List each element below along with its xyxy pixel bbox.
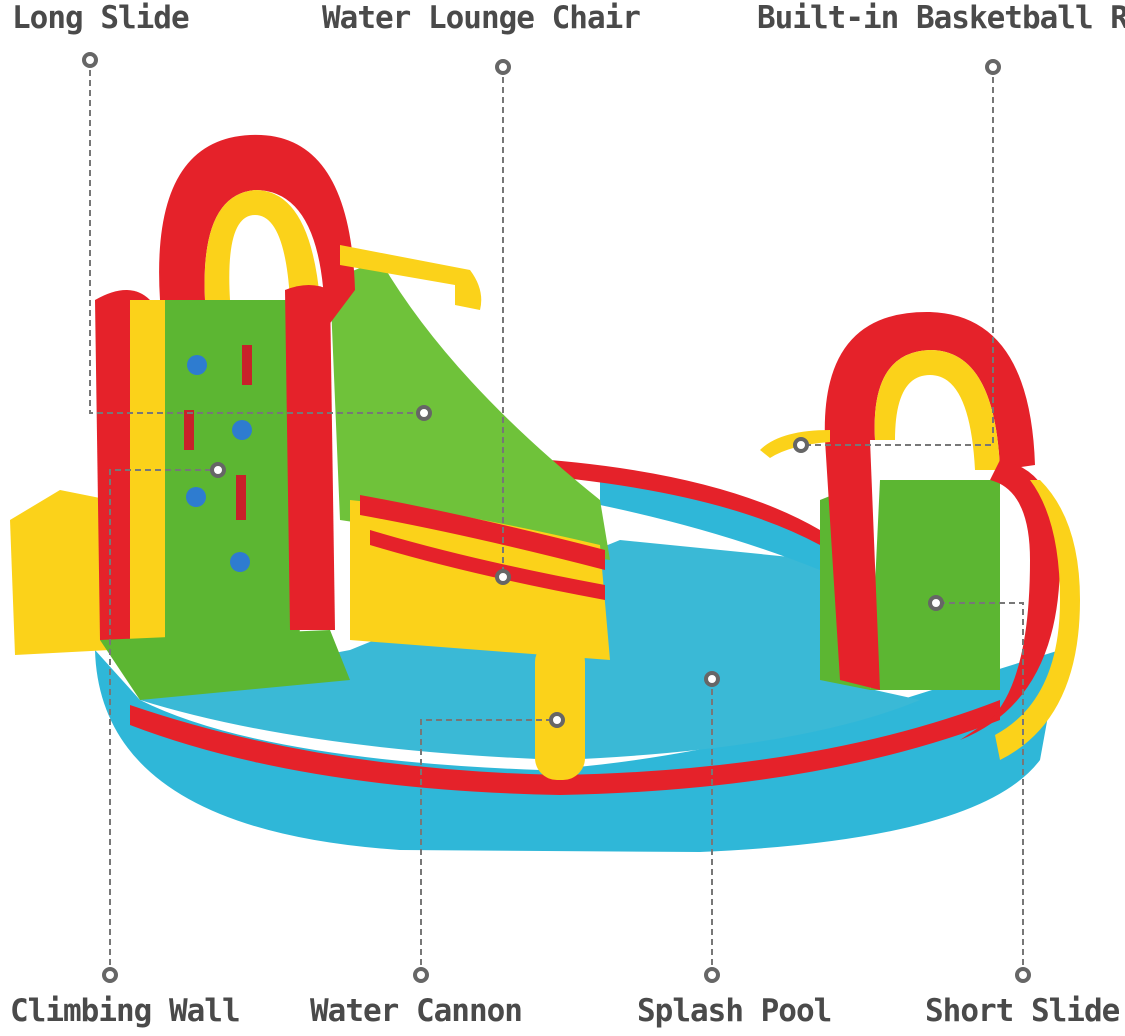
marker-dot (210, 462, 226, 478)
short-arch-yellow (874, 350, 1000, 470)
short-slide-curve-red (960, 460, 1060, 740)
main-slide-green (330, 260, 610, 560)
marker-dot (416, 405, 432, 421)
lounge-chair-red-band-2 (370, 530, 605, 600)
long-slide-leader (89, 60, 424, 414)
climbing-handle (184, 410, 194, 450)
label-long-slide: Long Slide (12, 0, 190, 36)
marker-dot (793, 437, 809, 453)
pool-outer-wall (95, 650, 1060, 852)
marker-dot (549, 712, 565, 728)
marker-dot (495, 569, 511, 585)
marker-dot (495, 59, 511, 75)
marker-dot (704, 967, 720, 983)
climbing-hold (232, 420, 252, 440)
top-water-sprayer (340, 245, 482, 310)
climbing-handle (242, 345, 252, 385)
climbing-hold (187, 355, 207, 375)
label-water-lounge-chair: Water Lounge Chair (322, 0, 641, 36)
climb-base (100, 630, 350, 700)
leader-lines (89, 60, 1024, 975)
climbing-hold (186, 487, 206, 507)
short-arch-red (824, 311, 1035, 470)
long-slide-shape (10, 490, 110, 655)
water-cannon-leader (420, 719, 557, 975)
label-climbing-wall: Climbing Wall (10, 993, 241, 1029)
pool-red-rim (130, 700, 1000, 795)
leader-markers (82, 52, 1031, 983)
label-short-slide: Short Slide (925, 993, 1120, 1029)
short-pillar-red (825, 440, 880, 690)
label-basketball-rim: Built-in Basketball Rim (757, 0, 1125, 36)
basketball-rim-leader (801, 67, 994, 446)
climbing-wall-leader (109, 469, 218, 975)
marker-dot (928, 595, 944, 611)
short-slide-leader (936, 602, 1024, 975)
label-splash-pool: Splash Pool (637, 993, 832, 1029)
marker-dot (82, 52, 98, 68)
marker-dot (102, 967, 118, 983)
marker-dot (985, 59, 1001, 75)
marker-dot (704, 671, 720, 687)
main-arch-red (159, 134, 355, 330)
climbing-hold (230, 552, 250, 572)
lounge-chair-red-band (360, 495, 605, 570)
pool-back-wall (600, 470, 820, 570)
short-slide-curve-yellow (995, 480, 1080, 760)
label-water-cannon: Water Cannon (310, 993, 523, 1029)
right-pillar-red (285, 285, 335, 630)
climbing-handle (236, 475, 246, 520)
water-cannon-shape (535, 640, 585, 780)
marker-dot (1015, 967, 1031, 983)
main-arch-yellow (204, 190, 320, 300)
short-slide-green (870, 480, 1000, 690)
marker-dot (413, 967, 429, 983)
